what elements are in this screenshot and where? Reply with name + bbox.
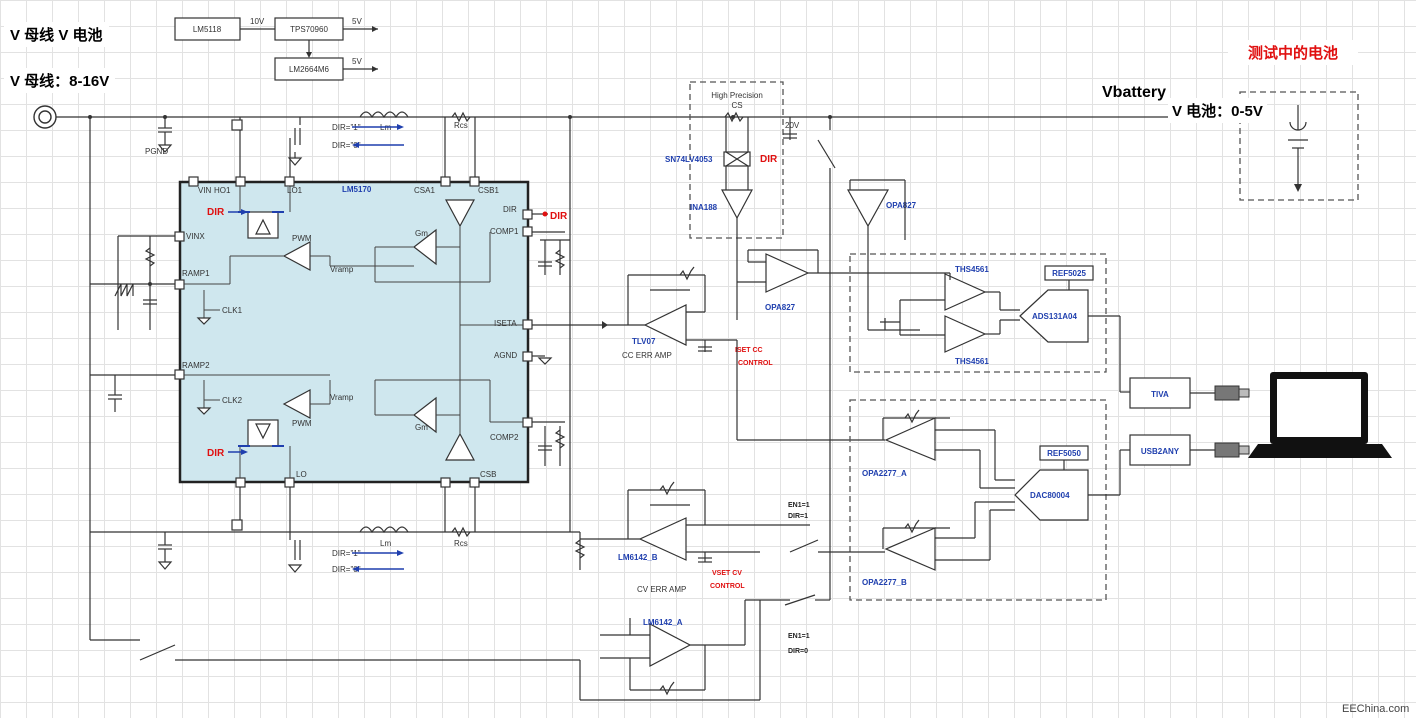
vramp1-label: Vramp bbox=[330, 265, 354, 274]
gm2-label: Gm bbox=[415, 423, 428, 432]
high-precision-cs: High Precision CS SN74LV4053 DIR INA188 … bbox=[665, 81, 800, 282]
lm6142-a: LM6142_A EN1=1 DIR=0 bbox=[600, 552, 831, 696]
top-fets bbox=[231, 117, 303, 182]
ina188-label: INA188 bbox=[690, 203, 718, 212]
lm2-label: Lm bbox=[380, 539, 391, 548]
input-cap: PGND bbox=[145, 117, 173, 156]
dir2-0-label: DIR="0" bbox=[332, 565, 361, 574]
pin-iseta: ISETA bbox=[494, 319, 517, 328]
dir-label-d: DIR bbox=[760, 154, 778, 165]
interfaces: TIVA USB2ANY bbox=[1129, 377, 1250, 466]
vset-cv-label: VSET CV bbox=[712, 570, 742, 577]
clk1-label: CLK1 bbox=[222, 306, 243, 315]
pin-lo: LO bbox=[296, 470, 307, 479]
lm6142-a-label: LM6142_A bbox=[643, 618, 683, 627]
overlay-vbattery: Vbattery bbox=[1102, 84, 1167, 101]
control2-label: CONTROL bbox=[710, 583, 745, 590]
opa827-top: OPA827 bbox=[817, 117, 917, 530]
pin-ho1: HO1 bbox=[214, 186, 231, 195]
lm5170-controller: LM5170 VIN HO1 LO1 CSA1 CSB1 DIR COMP1 I… bbox=[174, 176, 568, 488]
lm5118-label: LM5118 bbox=[193, 25, 222, 34]
overlay-battery-under-test: 测试中的电池 bbox=[1228, 40, 1358, 65]
usb2any-label: USB2ANY bbox=[1141, 447, 1180, 456]
ths4561-a-label: THS4561 bbox=[955, 265, 989, 274]
twenty-v-label: 20V bbox=[785, 121, 800, 130]
watermark: EEChina.com bbox=[1342, 703, 1409, 715]
lm2664-label: LM2664M6 bbox=[289, 65, 330, 74]
lm5170-label: LM5170 bbox=[342, 185, 372, 194]
control1-label: CONTROL bbox=[738, 360, 773, 367]
pin-ramp2: RAMP2 bbox=[182, 361, 210, 370]
left-components bbox=[90, 235, 175, 412]
v5b-label: 5V bbox=[352, 57, 362, 66]
usb2any-box bbox=[1129, 434, 1191, 466]
pin-comp1: COMP1 bbox=[490, 227, 519, 236]
dir0-b-label: DIR=0 bbox=[788, 648, 808, 655]
sn74-label: SN74LV4053 bbox=[665, 155, 713, 164]
en1-b-label: EN1=1 bbox=[788, 633, 810, 640]
bottom-fets: Lm DIR="1" DIR="0" Rcs bbox=[90, 117, 586, 574]
main-bus bbox=[33, 100, 1241, 700]
opa2277-b-label: OPA2277_B bbox=[862, 578, 907, 587]
pin-csb: CSB bbox=[480, 470, 496, 479]
en1-a-label: EN1=1 bbox=[788, 502, 810, 509]
pin-ramp1: RAMP1 bbox=[182, 269, 210, 278]
iset-cc-label: ISET CC bbox=[735, 347, 763, 354]
dac-label: DAC80004 bbox=[1030, 491, 1070, 500]
battery-box bbox=[1239, 91, 1359, 201]
dir1-a-label: DIR=1 bbox=[788, 513, 808, 520]
tlv07-label: TLV07 bbox=[632, 337, 656, 346]
pin-comp2: COMP2 bbox=[490, 433, 519, 442]
pin-csa1: CSA1 bbox=[414, 186, 435, 195]
pwm1-label: PWM bbox=[292, 234, 312, 243]
overlay-vbus-range: V 母线：8-16V bbox=[4, 68, 116, 93]
cc-err-amp: OPA827 TLV07 CC ERR AMP ISET CC CONTROL bbox=[610, 249, 950, 441]
cv-err-amp-label: CV ERR AMP bbox=[637, 585, 686, 594]
pin-agnd: AGND bbox=[494, 351, 517, 360]
pwm2-label: PWM bbox=[292, 419, 312, 428]
ads-label: ADS131A04 bbox=[1032, 312, 1077, 321]
adc-section: THS4561 THS4561 ADS131A04 REF5025 bbox=[849, 253, 1132, 393]
gm1-label: Gm bbox=[415, 229, 428, 238]
pin-dir: DIR bbox=[503, 205, 517, 214]
cc-err-amp-label: CC ERR AMP bbox=[622, 351, 672, 360]
clk2-label: CLK2 bbox=[222, 396, 243, 405]
cs-label: CS bbox=[731, 101, 742, 110]
ref5025-label: REF5025 bbox=[1052, 269, 1086, 278]
high-precision-label: High Precision bbox=[711, 91, 763, 100]
ref5050-label: REF5050 bbox=[1047, 449, 1081, 458]
vramp2-label: Vramp bbox=[330, 393, 354, 402]
dir1-0-label: DIR="0" bbox=[332, 141, 361, 150]
dir2-1-label: DIR="1" bbox=[332, 549, 361, 558]
laptop-icon bbox=[1248, 372, 1392, 458]
rcs2-label: Rcs bbox=[454, 539, 468, 548]
rcs1-label: Rcs bbox=[454, 121, 468, 130]
v5a-label: 5V bbox=[352, 17, 362, 26]
lm6142-b-label: LM6142_B bbox=[618, 553, 658, 562]
supply-chain: LM5118 10V TPS70960 5V LM2664M6 5V bbox=[174, 17, 378, 81]
opa827-a-label: OPA827 bbox=[886, 201, 917, 210]
pin-vinx: VINX bbox=[186, 232, 205, 241]
tiva-label: TIVA bbox=[1151, 390, 1169, 399]
dir1-1-label: DIR="1" bbox=[332, 123, 361, 132]
top-inductor: Lm DIR="1" DIR="0" Rcs bbox=[332, 111, 476, 182]
tps-label: TPS70960 bbox=[290, 25, 328, 34]
pin-csb1: CSB1 bbox=[478, 186, 499, 195]
dir-label-a: DIR bbox=[207, 207, 225, 218]
opa827-b-label: OPA827 bbox=[765, 303, 796, 312]
v10-label: 10V bbox=[250, 17, 265, 26]
overlay-vbus-vbatt: V 母线 V 电池 bbox=[4, 22, 109, 47]
ths4561-b-label: THS4561 bbox=[955, 357, 989, 366]
dir-label-c: DIR bbox=[550, 211, 568, 222]
dac-section: OPA2277_A OPA2277_B DAC80004 REF5050 bbox=[849, 399, 1130, 601]
overlay-vbatt-range: V 电池：0-5V bbox=[1168, 98, 1267, 123]
pin-lo1: LO1 bbox=[287, 186, 303, 195]
right-rc bbox=[532, 231, 610, 466]
pgnd-label: PGND bbox=[145, 147, 168, 156]
cv-err-amp: LM6142_B CV ERR AMP VSET CV CONTROL EN1=… bbox=[580, 481, 885, 701]
pin-vin: VIN bbox=[198, 186, 212, 195]
opa2277-a-label: OPA2277_A bbox=[862, 469, 907, 478]
dir-label-b: DIR bbox=[207, 448, 225, 459]
